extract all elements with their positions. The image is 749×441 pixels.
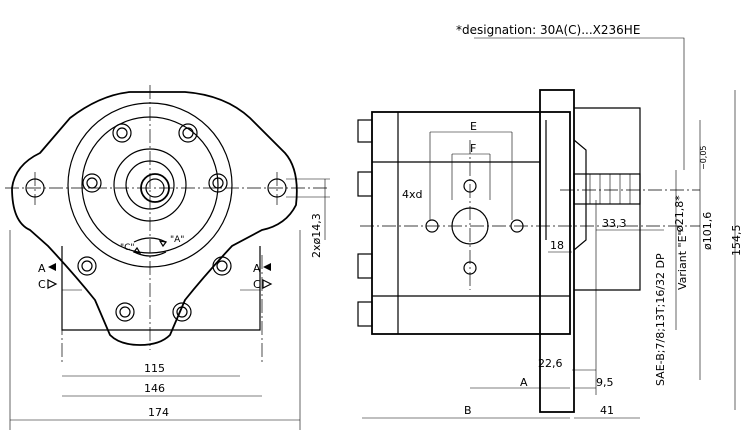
dim-146: 146 (144, 382, 165, 395)
mounting-flange (539, 89, 575, 413)
flange-chamfer (573, 139, 587, 251)
port-left-c: C (38, 278, 46, 291)
dim-115: 115 (144, 362, 165, 375)
dim-18: 18 (550, 239, 564, 252)
flange-outline (11, 91, 298, 346)
variant-label: Variant "E" (676, 230, 689, 290)
dim-F: F (470, 142, 476, 155)
rotation-arrows (133, 237, 167, 257)
dim-101-6: ø101,6 (701, 212, 714, 250)
bolt-heads (357, 119, 373, 327)
body-lines (372, 112, 570, 334)
port-right-a: A (253, 262, 261, 275)
designation-label: *designation: 30A(C)...X236HE (456, 23, 640, 37)
side-dimensions: E F 4xd 18 33,3 22,6 A 9,5 B 41 *designa… (362, 23, 743, 419)
dim-A: A (520, 376, 528, 389)
dim-154-5: 154,5 (730, 225, 743, 257)
rotation-cw-label: "A" (170, 235, 184, 245)
dim-holes: 2xø14,3 (310, 213, 323, 258)
dim-9-5: 9,5 (596, 376, 614, 389)
port-right-c: C (253, 278, 261, 291)
dim-B: B (464, 404, 472, 417)
dim-101-6-tolerance: −0,05 (699, 145, 708, 170)
pump-body (371, 111, 571, 335)
dim-33-3: 33,3 (602, 217, 627, 230)
front-dimensions: 115 146 174 2xø14,3 (9, 178, 330, 430)
port-right-c-arrow (262, 279, 273, 289)
dim-174: 174 (148, 406, 169, 419)
port-face (425, 179, 524, 275)
dim-41: 41 (600, 404, 614, 417)
dim-E: E (470, 120, 477, 133)
front-view: "C" "A" A C A C 115 146 174 2xø14,3 (5, 85, 330, 430)
dim-22-6: 22,6 (538, 357, 563, 370)
port-left-c-arrow (47, 279, 58, 289)
shaft-side (573, 173, 641, 205)
dim-21-8: ø21,8* (673, 195, 686, 232)
spline-spec: SAE-B;7/8;13T;16/32 DP (654, 253, 667, 386)
side-view: E F 4xd 18 33,3 22,6 A 9,5 B 41 *designa… (357, 23, 743, 419)
port-right-a-arrow (263, 263, 271, 271)
dim-4xd: 4xd (402, 188, 423, 201)
spline-teeth (589, 174, 631, 204)
port-left-a: A (38, 262, 46, 275)
rotation-ccw-label: "C" (120, 243, 135, 253)
port-left-a-arrow (48, 263, 56, 271)
mounting-holes (77, 123, 232, 322)
